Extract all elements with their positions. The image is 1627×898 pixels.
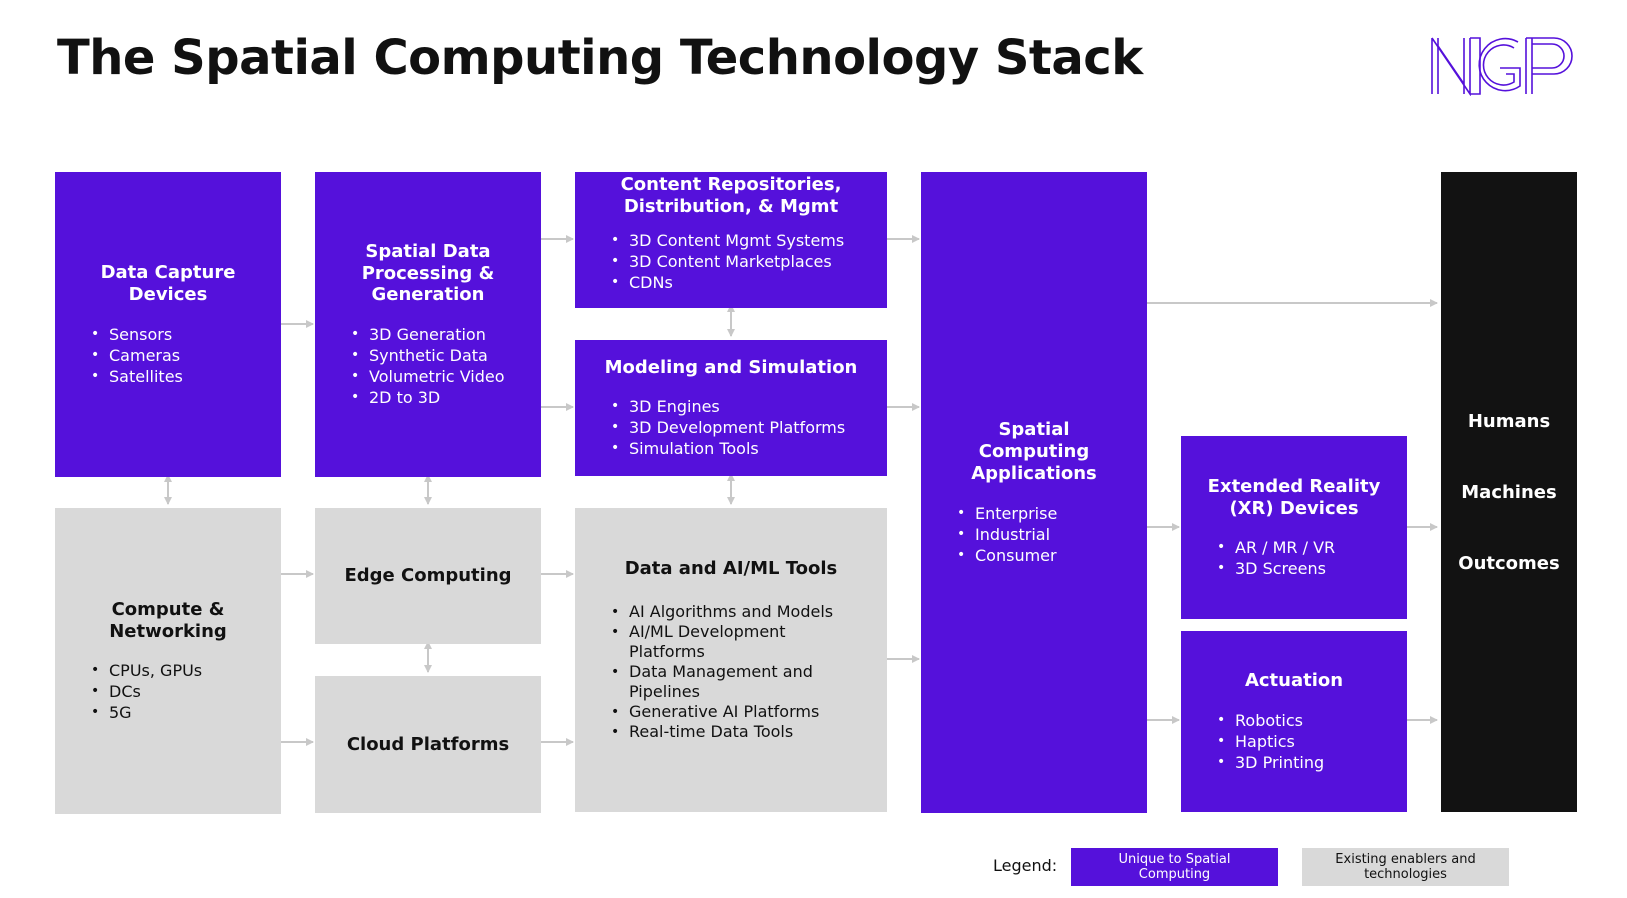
box-actuation: Actuation Robotics Haptics 3D Printing [1181,631,1407,812]
list-item: Satellites [91,366,271,387]
box-extended-reality-devices: Extended Reality (XR) Devices AR / MR / … [1181,436,1407,619]
ngp-logo [1431,37,1573,96]
list-item: Haptics [1217,731,1397,752]
box-spatial-data-processing: Spatial Data Processing & Generation 3D … [315,172,541,477]
box-modeling-simulation: Modeling and Simulation 3D Engines 3D De… [575,340,887,476]
legend-label: Legend: [993,856,1058,875]
box-compute-networking: Compute & Networking CPUs, GPUs DCs 5G [55,508,281,814]
list-item: DCs [91,681,271,702]
box-title: Content Repositories, Distribution, & Mg… [620,174,842,217]
list-item: 3D Generation [351,324,531,345]
list-item: Consumer [957,545,1137,566]
box-list: 3D Content Mgmt Systems 3D Content Marke… [585,230,877,293]
list-item: 3D Printing [1217,752,1397,773]
list-item: AR / MR / VR [1217,537,1397,558]
list-item: Cameras [91,345,271,366]
box-title: Extended Reality (XR) Devices [1207,475,1381,519]
box-title: Edge Computing [344,565,512,587]
box-spatial-computing-applications: Spatial Computing Applications Enterpris… [921,172,1147,813]
list-item: Enterprise [957,503,1137,524]
box-title: Data Capture Devices [100,262,236,305]
list-item: Industrial [957,524,1137,545]
list-item: Data Management and Pipelines [611,662,839,702]
list-item: 2D to 3D [351,387,531,408]
box-outcomes: Humans Machines Outcomes [1441,172,1577,812]
legend-existing: Existing enablers and technologies [1302,848,1509,886]
list-item: 5G [91,702,271,723]
list-item: 3D Engines [611,396,877,417]
list-item: Sensors [91,324,271,345]
box-list: 3D Generation Synthetic Data Volumetric … [325,324,531,408]
box-data-ai-ml-tools: Data and AI/ML Tools AI Algorithms and M… [575,508,887,812]
list-item: CDNs [611,272,877,293]
list-item: Generative AI Platforms [611,702,877,722]
page-title: The Spatial Computing Technology Stack [57,30,1143,86]
box-list: Enterprise Industrial Consumer [931,503,1137,566]
box-list: AI Algorithms and Models AI/ML Developme… [585,602,877,742]
list-item: AI/ML Development Platforms [611,622,809,662]
list-item: 3D Content Mgmt Systems [611,230,877,251]
list-item: Simulation Tools [611,438,877,459]
box-cloud-platforms: Cloud Platforms [315,676,541,813]
outcome-label: Humans [1467,410,1551,432]
box-edge-computing: Edge Computing [315,508,541,644]
box-title: Modeling and Simulation [604,356,858,378]
box-title: Actuation [1244,670,1344,692]
outcome-label: Outcomes [1458,552,1560,574]
box-title: Spatial Computing Applications [971,419,1097,484]
outcome-label: Machines [1461,481,1557,503]
box-title: Cloud Platforms [346,733,510,755]
box-list: Sensors Cameras Satellites [65,324,271,387]
box-list: 3D Engines 3D Development Platforms Simu… [585,396,877,459]
list-item: AI Algorithms and Models [611,602,877,622]
box-list: CPUs, GPUs DCs 5G [65,660,271,723]
box-list: Robotics Haptics 3D Printing [1191,710,1397,773]
box-list: AR / MR / VR 3D Screens [1191,537,1397,579]
list-item: Volumetric Video [351,366,531,387]
list-item: 3D Content Marketplaces [611,251,877,272]
box-title: Spatial Data Processing & Generation [361,240,495,306]
list-item: Robotics [1217,710,1397,731]
list-item: 3D Development Platforms [611,417,877,438]
box-content-repositories: Content Repositories, Distribution, & Mg… [575,172,887,308]
legend-unique: Unique to Spatial Computing [1071,848,1278,886]
box-title: Compute & Networking [109,598,227,642]
box-title: Data and AI/ML Tools [624,558,838,579]
list-item: Real-time Data Tools [611,722,877,742]
box-data-capture-devices: Data Capture Devices Sensors Cameras Sat… [55,172,281,477]
list-item: CPUs, GPUs [91,660,271,681]
list-item: Synthetic Data [351,345,531,366]
list-item: 3D Screens [1217,558,1397,579]
